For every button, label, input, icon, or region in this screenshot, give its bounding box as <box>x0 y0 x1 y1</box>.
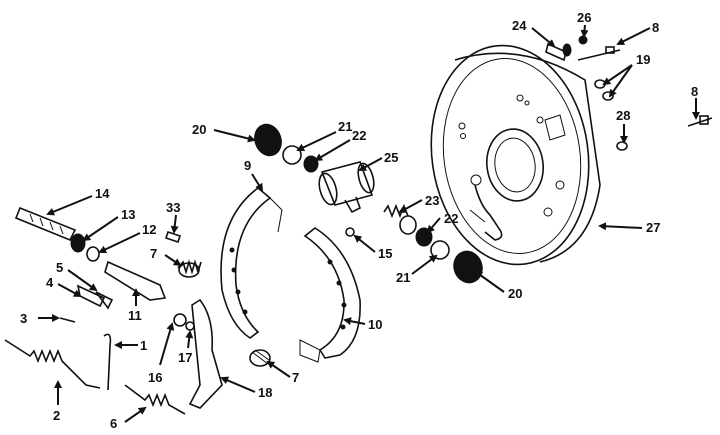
callout-20-left: 20 <box>192 122 206 137</box>
callout-3: 3 <box>20 311 27 326</box>
return-spring-lower <box>4 339 101 389</box>
callout-19: 19 <box>636 52 650 67</box>
bleeder-valve <box>545 42 572 62</box>
mounting-bolt-top <box>577 46 621 61</box>
callout-22-upper: 22 <box>352 128 366 143</box>
callout-labels: 1 2 3 4 5 6 7 7 8 8 9 10 11 12 13 14 15 … <box>20 10 698 431</box>
callout-14: 14 <box>95 186 110 201</box>
callout-13: 13 <box>121 207 135 222</box>
callout-6: 6 <box>110 416 117 431</box>
adjuster-nut <box>70 233 86 253</box>
spring-expander <box>383 203 417 235</box>
adjuster-lever-link <box>104 260 167 301</box>
callout-23: 23 <box>425 193 439 208</box>
leader-lines <box>38 24 700 423</box>
callout-28: 28 <box>616 108 630 123</box>
callout-8-right: 8 <box>691 84 698 99</box>
hold-down-pin <box>164 230 182 244</box>
callout-1: 1 <box>140 338 147 353</box>
bleeder-cap <box>578 35 588 45</box>
adjuster-screw <box>14 206 77 242</box>
spring-clip <box>345 227 355 237</box>
plug-28 <box>616 141 628 151</box>
shoe-spring-bottom <box>124 384 186 415</box>
callout-4: 4 <box>46 275 54 290</box>
callout-21-upper: 21 <box>338 119 352 134</box>
callout-27: 27 <box>646 220 660 235</box>
callout-9: 9 <box>244 158 251 173</box>
callout-24: 24 <box>512 18 527 33</box>
callout-7-upper: 7 <box>150 246 157 261</box>
callout-11: 11 <box>128 308 142 323</box>
wheel-cylinder <box>318 161 375 214</box>
hold-down-spring-bottom <box>249 349 271 367</box>
callout-8-top: 8 <box>652 20 659 35</box>
callout-12: 12 <box>142 222 156 237</box>
backing-plate <box>430 44 601 266</box>
parking-lever <box>188 298 223 409</box>
callout-2: 2 <box>53 408 60 423</box>
callout-21-lower: 21 <box>396 270 410 285</box>
callout-25: 25 <box>384 150 398 165</box>
retainer-washer <box>185 321 195 331</box>
callout-20-right: 20 <box>508 286 522 301</box>
brake-shoe-secondary <box>299 227 361 363</box>
callout-18: 18 <box>258 385 272 400</box>
cylinder-boot-left <box>254 123 282 157</box>
cable-guide <box>59 317 76 323</box>
piston-left <box>282 145 302 165</box>
callout-26: 26 <box>577 10 591 25</box>
callout-7-lower: 7 <box>292 370 299 385</box>
callout-33: 33 <box>166 200 180 215</box>
brake-shoe-primary <box>220 186 283 339</box>
hold-down-spring-top <box>177 259 202 278</box>
adjuster-lever <box>76 284 106 308</box>
callout-16: 16 <box>148 370 162 385</box>
callout-5: 5 <box>56 260 63 275</box>
piston-right <box>430 240 450 260</box>
callout-22-lower: 22 <box>444 211 458 226</box>
callout-10: 10 <box>368 317 382 332</box>
adjuster-washer <box>86 246 100 262</box>
callout-15: 15 <box>378 246 392 261</box>
retainer-cup <box>173 313 187 327</box>
mounting-bolt-right <box>687 115 713 127</box>
adjuster-pivot <box>95 291 114 310</box>
return-spring-upper <box>103 333 112 391</box>
callout-17: 17 <box>178 350 192 365</box>
cup-left <box>303 155 319 173</box>
